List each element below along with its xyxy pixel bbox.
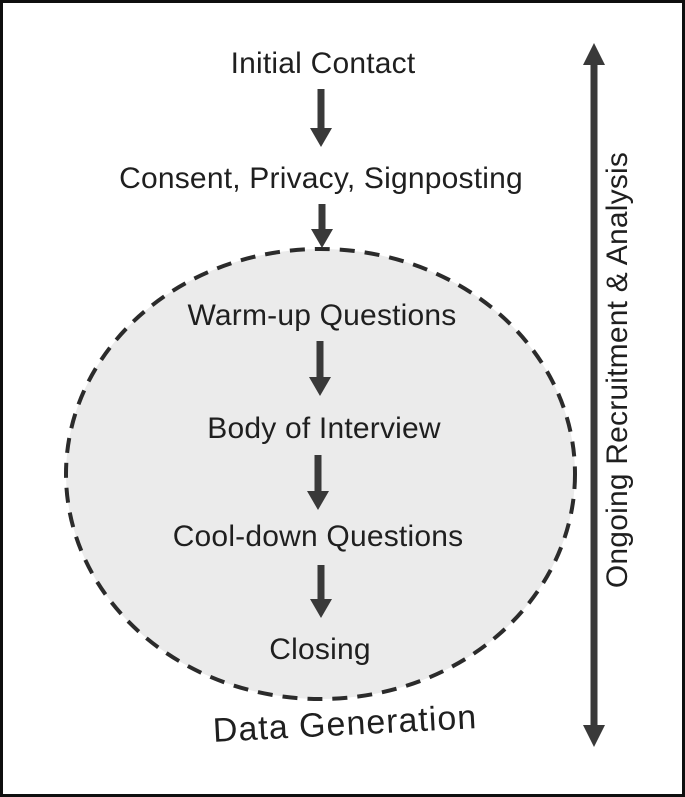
diagram-graphics [64,43,605,747]
node-consent-privacy-signposting: Consent, Privacy, Signposting [119,162,523,195]
ongoing-recruitment-analysis-label: Ongoing Recruitment & Analysis [601,151,634,589]
node-cool-down-questions: Cool-down Questions [172,520,464,553]
down-arrow-icon [310,565,332,618]
down-arrow-icon [311,204,333,248]
down-arrow-icon [310,89,332,147]
data-generation-caption: Data Generation [211,698,479,750]
node-initial-contact: Initial Contact [230,47,416,80]
node-body-of-interview: Body of Interview [207,412,441,445]
down-arrow-icon [307,455,329,510]
down-arrow-icon [309,341,331,396]
node-closing: Closing [269,633,371,666]
node-warm-up-questions: Warm-up Questions [187,299,457,332]
